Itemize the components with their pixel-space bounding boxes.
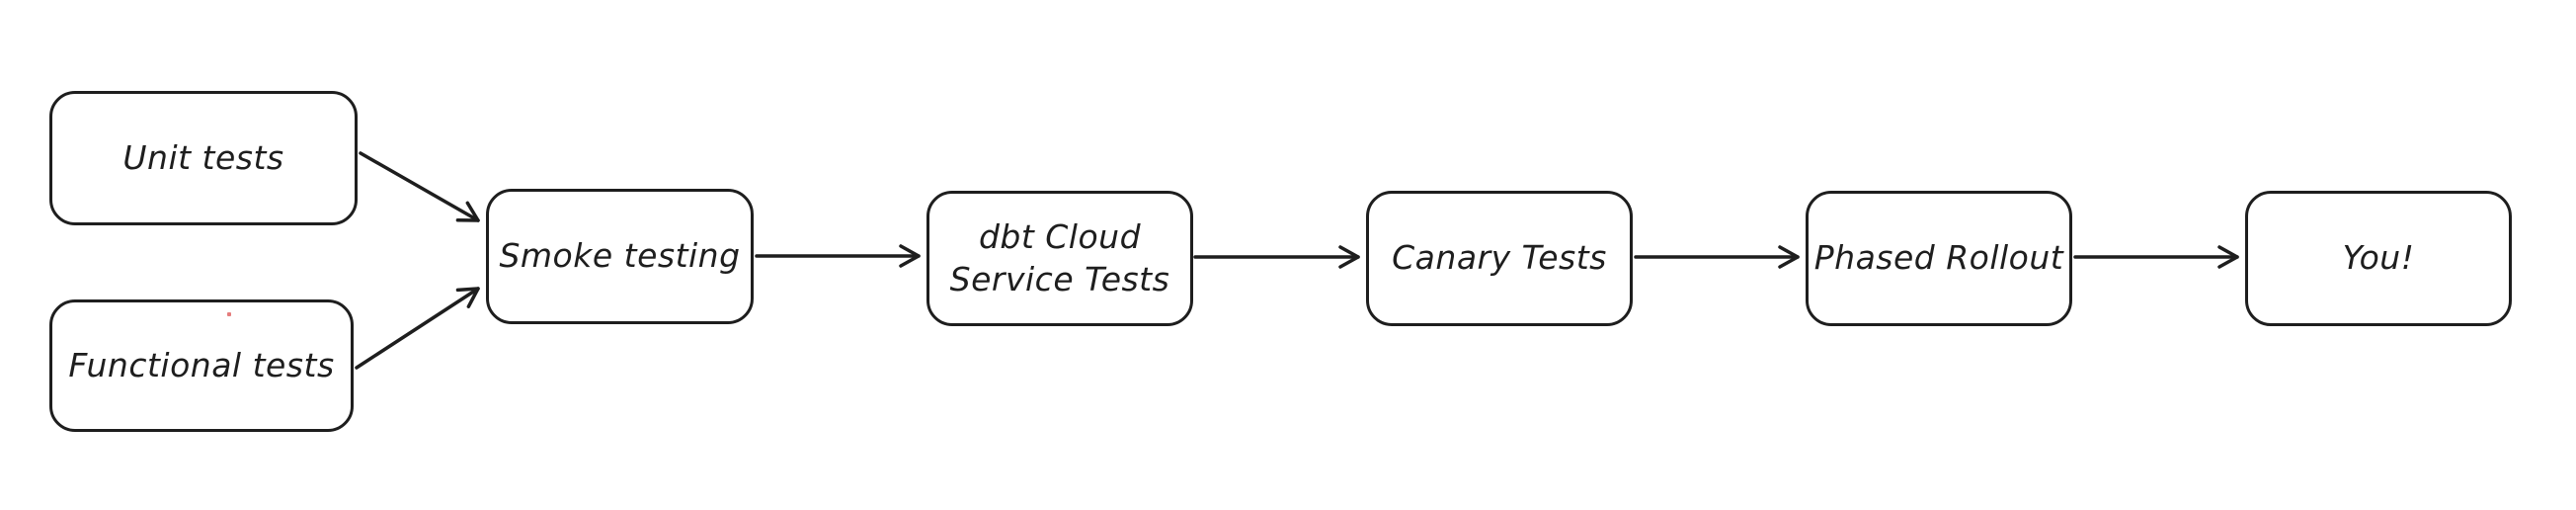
node-dbt-cloud-service-tests-label: dbt Cloud Service Tests <box>949 217 1170 298</box>
node-you-label: You! <box>2342 238 2415 278</box>
node-dbt-cloud-service-tests: dbt Cloud Service Tests <box>926 191 1193 326</box>
node-unit-tests-label: Unit tests <box>122 137 284 177</box>
node-smoke-testing: Smoke testing <box>486 189 754 324</box>
node-unit-tests: Unit tests <box>49 91 358 225</box>
node-phased-rollout: Phased Rollout <box>1806 191 2072 326</box>
node-canary-tests-label: Canary Tests <box>1392 238 1607 278</box>
node-phased-rollout-label: Phased Rollout <box>1813 238 2064 278</box>
node-functional-tests-label: Functional tests <box>68 345 335 384</box>
arrow-functional-tests-to-smoke-testing <box>355 287 480 370</box>
red-dot-artifact <box>227 312 231 316</box>
node-smoke-testing-label: Smoke testing <box>499 236 741 276</box>
node-canary-tests: Canary Tests <box>1366 191 1633 326</box>
arrow-unit-tests-to-smoke-testing <box>359 151 480 222</box>
node-you: You! <box>2245 191 2512 326</box>
node-functional-tests: Functional tests <box>49 299 354 432</box>
